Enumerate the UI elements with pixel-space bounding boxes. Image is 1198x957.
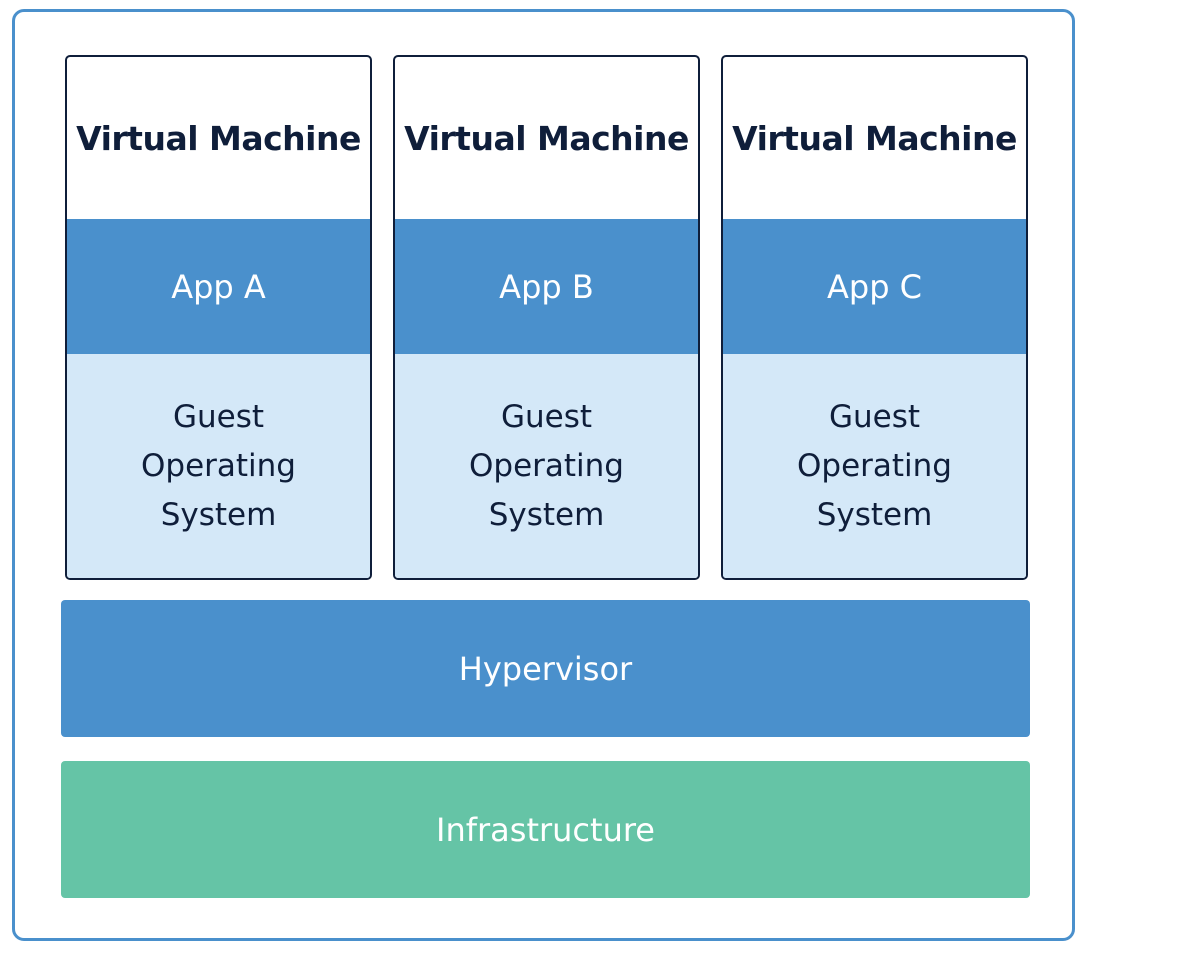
virtual-machine-a: Virtual Machine App A Guest Operating Sy… bbox=[65, 55, 372, 580]
vm-title: Virtual Machine bbox=[732, 118, 1017, 158]
hypervisor-layer: Hypervisor bbox=[61, 600, 1030, 737]
vm-title: Virtual Machine bbox=[76, 118, 361, 158]
virtual-machine-c: Virtual Machine App C Guest Operating Sy… bbox=[721, 55, 1028, 580]
vm-title: Virtual Machine bbox=[404, 118, 689, 158]
guest-os-block: Guest Operating System bbox=[395, 354, 698, 578]
virtual-machine-b: Virtual Machine App B Guest Operating Sy… bbox=[393, 55, 700, 580]
guest-os-block: Guest Operating System bbox=[67, 354, 370, 578]
app-c-block: App C bbox=[723, 219, 1026, 354]
app-a-block: App A bbox=[67, 219, 370, 354]
guest-os-block: Guest Operating System bbox=[723, 354, 1026, 578]
infrastructure-layer: Infrastructure bbox=[61, 761, 1030, 898]
diagram-frame bbox=[12, 9, 1075, 941]
app-b-block: App B bbox=[395, 219, 698, 354]
